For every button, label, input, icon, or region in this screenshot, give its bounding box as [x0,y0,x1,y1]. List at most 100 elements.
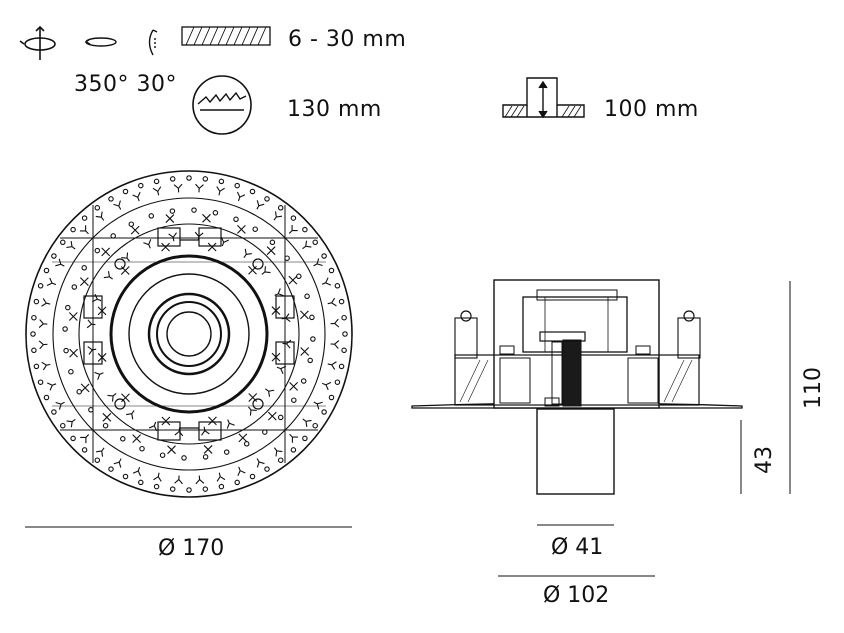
recess-depth-label: 100 mm [604,97,699,122]
perforation-mark [256,458,265,468]
perforation-dot [334,283,341,289]
perforation-pattern [30,175,348,493]
perforation-dot [60,239,66,246]
perforation-dot [169,176,176,182]
perforation-dot [338,298,345,305]
perforation-dot [186,487,192,493]
perforation-dot [334,379,341,385]
perforation-mark [226,419,235,429]
perforation-dot [302,226,308,233]
perforation-mark [113,458,122,468]
perforation-dot [159,452,166,458]
perforation-mark [216,472,226,482]
perforation-mark [271,306,281,315]
perforation-dot [186,175,192,181]
perforation-dot [212,210,219,216]
perforation-dot [342,331,348,337]
heatsink-core [562,339,582,407]
perforation-mark [238,433,248,443]
perforation-mark [121,252,130,262]
perforation-mark [97,306,107,316]
perforation-dot [233,216,239,223]
perforation-dot [338,363,345,370]
perforation-dot [290,447,297,453]
perforation-mark [94,371,104,380]
perforation-dot [341,314,347,321]
perforation-mark [248,265,257,275]
perforation-mark [69,348,78,358]
perforation-mark [132,467,142,477]
perforation-dot [51,253,57,259]
housing-ring [109,254,269,414]
perforation-dot [43,394,50,401]
perforation-mark [248,393,258,402]
perforation-dot [62,326,68,332]
perforation-mark [300,310,309,320]
perforation-mark [236,191,246,202]
perforation-mark [173,183,183,193]
perforation-mark [161,242,170,252]
perforation-mark [202,213,211,223]
perforation-mark [330,318,340,328]
perforation-dot [249,473,256,480]
perforation-mark [327,297,337,307]
perforation-mark [273,447,283,457]
perforation-dot [310,336,316,342]
perforation-dot [81,215,88,221]
perforation-dot [37,379,44,385]
clip-left [83,295,103,365]
perforation-dot [181,455,187,461]
perforation-mark [300,347,310,356]
perforation-dot [218,483,225,490]
perforation-mark [101,247,111,257]
perforation-mark [165,214,175,223]
perforation-mark [288,224,298,234]
perforation-dot [328,394,335,401]
perforation-dot [169,208,176,214]
perforation-dot [94,247,101,254]
perforation-mark [126,410,135,420]
diameter-102-label: Ø 102 [543,583,609,608]
perforation-dot [108,466,114,472]
perforation-mark [167,445,176,455]
perforation-mark [195,475,205,485]
perforation-mark [143,239,152,249]
perforation-dot [122,473,129,480]
perforation-dot [65,304,71,311]
perforation-mark [91,293,102,303]
perforation-dot [31,314,37,321]
perforation-mark [281,313,291,322]
perforation-dot [269,239,276,246]
perforation-mark [107,392,117,402]
perforation-mark [203,445,213,454]
cutout-diameter-label: 130 mm [287,97,382,122]
perforation-mark [86,319,96,329]
perforation-dot [277,414,284,421]
perforation-dot [88,407,94,413]
perforation-mark [46,382,57,391]
lens-module [147,292,231,376]
perforation-mark [68,312,78,321]
rotation-label: 350° 30° [74,72,177,97]
perforation-dot [312,422,318,429]
perforation-mark [102,412,112,422]
perforation-mark [282,339,292,349]
perforation-mark [313,258,323,267]
perforation-mark [80,383,90,393]
perforation-mark [208,416,217,426]
perforation-dot [262,429,268,435]
perforation-dot [43,267,50,274]
recess-depth-icon [502,77,585,119]
perforation-dot [108,196,114,202]
perforation-dot [191,207,197,213]
perforation-mark [132,191,141,202]
perforation-dot [309,314,315,321]
perforation-mark [330,340,340,349]
diameter-41-label: Ø 41 [551,535,603,560]
perforation-dot [81,447,88,453]
perforation-dot [122,188,129,195]
perforation-dot [296,273,302,280]
perforation-dot [264,196,270,202]
lens-tube [536,408,615,495]
